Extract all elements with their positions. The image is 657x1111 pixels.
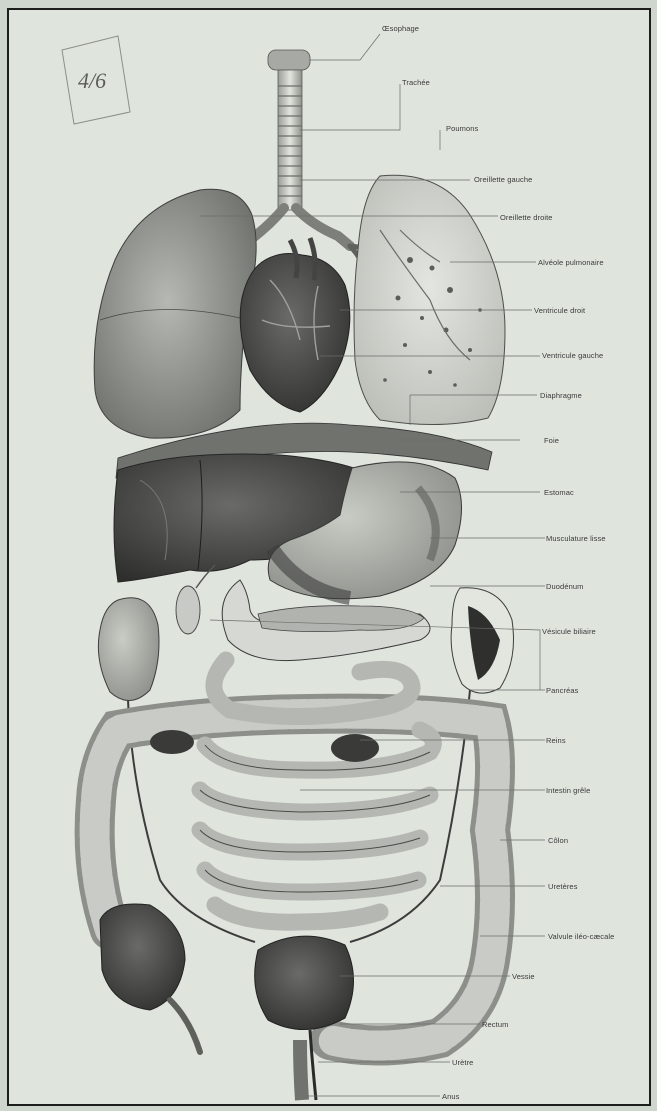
label-alveole-pulmonaire: Alvéole pulmonaire [538, 258, 604, 267]
label-ventricule-gauche: Ventricule gauche [542, 351, 603, 360]
label-reins: Reins [546, 736, 566, 745]
label-poumons: Poumons [446, 124, 478, 133]
right-kidney [98, 598, 159, 701]
label-ventricule-droit: Ventricule droit [534, 306, 585, 315]
rectum [300, 1040, 302, 1100]
label-duodenum: Duodénum [546, 582, 584, 591]
label-trachee: Trachée [402, 78, 430, 87]
label-vesicule-biliaire: Vésicule biliaire [542, 627, 596, 636]
label-ureteres: Uretères [548, 882, 578, 891]
label-uretre: Urètre [452, 1058, 473, 1067]
renal-detail-left [150, 730, 194, 754]
stamp-mark: 4/6 [62, 36, 130, 124]
label-intestin-grele: Intestin grêle [546, 786, 590, 795]
label-valvule-ileo-caecale: Valvule iléo-cæcale [548, 932, 614, 941]
label-anus: Anus [442, 1092, 460, 1101]
label-oesophage: Œsophage [382, 24, 419, 33]
label-estomac: Estomac [544, 488, 574, 497]
label-rectum: Rectum [482, 1020, 508, 1029]
label-pancreas: Pancréas [546, 686, 579, 695]
label-diaphragme: Diaphragme [540, 391, 582, 400]
heart [240, 238, 350, 412]
label-vessie: Vessie [512, 972, 535, 981]
svg-text:4/6: 4/6 [78, 68, 106, 93]
renal-detail-right [331, 734, 379, 762]
label-colon: Côlon [548, 836, 568, 845]
caecum [100, 904, 185, 1010]
right-lung [94, 189, 256, 438]
gallbladder [176, 586, 200, 634]
label-foie: Foie [544, 436, 559, 445]
bladder [255, 936, 354, 1029]
label-musculature-lisse: Musculature lisse [546, 534, 606, 543]
label-oreillette-droite: Oreillette droite [500, 213, 553, 222]
label-oreillette-gauche: Oreillette gauche [474, 175, 532, 184]
pancreas [258, 606, 424, 632]
